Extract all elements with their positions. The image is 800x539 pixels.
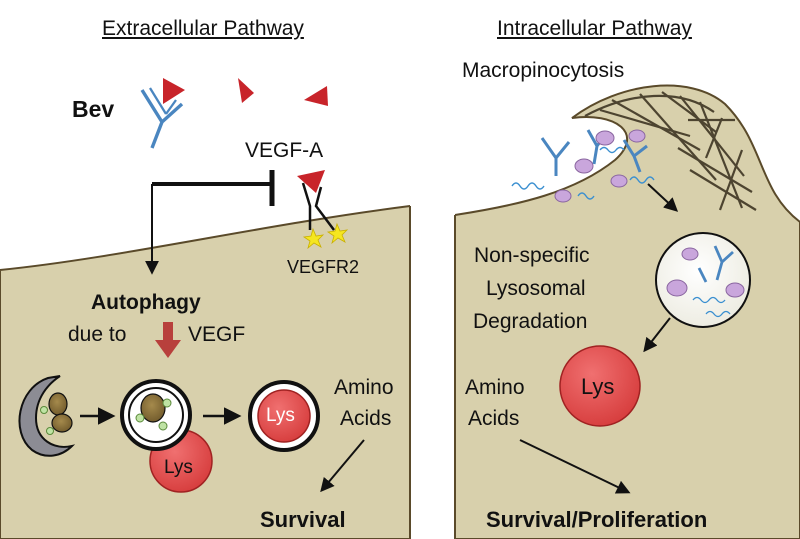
protein-squiggle bbox=[511, 146, 655, 200]
amino-label-left: Amino bbox=[334, 376, 394, 399]
engulfed-antibody bbox=[540, 129, 648, 176]
cargo-dot bbox=[40, 406, 48, 414]
decrease-arrow bbox=[155, 322, 181, 358]
vegf-ligand bbox=[304, 86, 328, 106]
cargo-dot bbox=[162, 398, 172, 408]
intracellular-title: Intracellular Pathway bbox=[497, 17, 692, 40]
autophagy-label: Autophagy bbox=[91, 291, 201, 314]
vegfr2-label: VEGFR2 bbox=[287, 257, 360, 277]
cargo-dot bbox=[46, 427, 54, 435]
due-to-label: due to bbox=[68, 323, 127, 346]
degradation-label-3: Degradation bbox=[473, 310, 588, 333]
vegf-ligand bbox=[238, 78, 254, 103]
mitochondrion bbox=[140, 393, 166, 423]
engulfed-particle bbox=[574, 158, 594, 174]
vegf-label: VEGF bbox=[188, 323, 246, 346]
lys-label-right: Lys bbox=[581, 374, 615, 399]
lys-label-autolysosome: Lys bbox=[266, 405, 295, 426]
acids-label-left: Acids bbox=[340, 407, 392, 430]
cargo-dot bbox=[158, 421, 168, 431]
vegf-ligand-bound bbox=[297, 170, 325, 193]
bev-label: Bev bbox=[72, 96, 115, 122]
degradation-label-1: Non-specific bbox=[474, 244, 590, 267]
panel-separator bbox=[410, 0, 455, 539]
engulfed-particle bbox=[554, 189, 572, 203]
vegf-ligand bbox=[163, 78, 185, 104]
actin-fibers bbox=[584, 91, 757, 211]
lys-label-fusing: Lys bbox=[164, 457, 193, 478]
mitochondrion bbox=[51, 413, 73, 433]
macropinocytosis-label: Macropinocytosis bbox=[462, 59, 625, 82]
macropinosome bbox=[655, 232, 751, 328]
phagophore bbox=[18, 375, 76, 457]
acids-label-right: Acids bbox=[468, 407, 520, 430]
survival-proliferation-label: Survival/Proliferation bbox=[486, 507, 708, 532]
mitochondrion bbox=[48, 392, 68, 416]
amino-label-right: Amino bbox=[465, 376, 525, 399]
phosphate-star bbox=[326, 222, 349, 245]
cargo-dot bbox=[135, 413, 145, 423]
engulfed-particle bbox=[595, 130, 615, 146]
engulfed-particle bbox=[628, 129, 646, 143]
survival-label: Survival bbox=[260, 507, 346, 532]
bev-antibody bbox=[140, 87, 184, 149]
phosphate-star bbox=[302, 227, 325, 250]
right-cell-body bbox=[454, 84, 800, 539]
engulfed-particle bbox=[610, 174, 628, 188]
left-cell-body bbox=[0, 204, 411, 539]
vegf-a-label: VEGF-A bbox=[245, 139, 324, 162]
degradation-label-2: Lysosomal bbox=[486, 277, 586, 300]
extracellular-title: Extracellular Pathway bbox=[102, 17, 304, 40]
vegfr2-receptor bbox=[301, 182, 335, 231]
lysosome bbox=[559, 345, 641, 427]
